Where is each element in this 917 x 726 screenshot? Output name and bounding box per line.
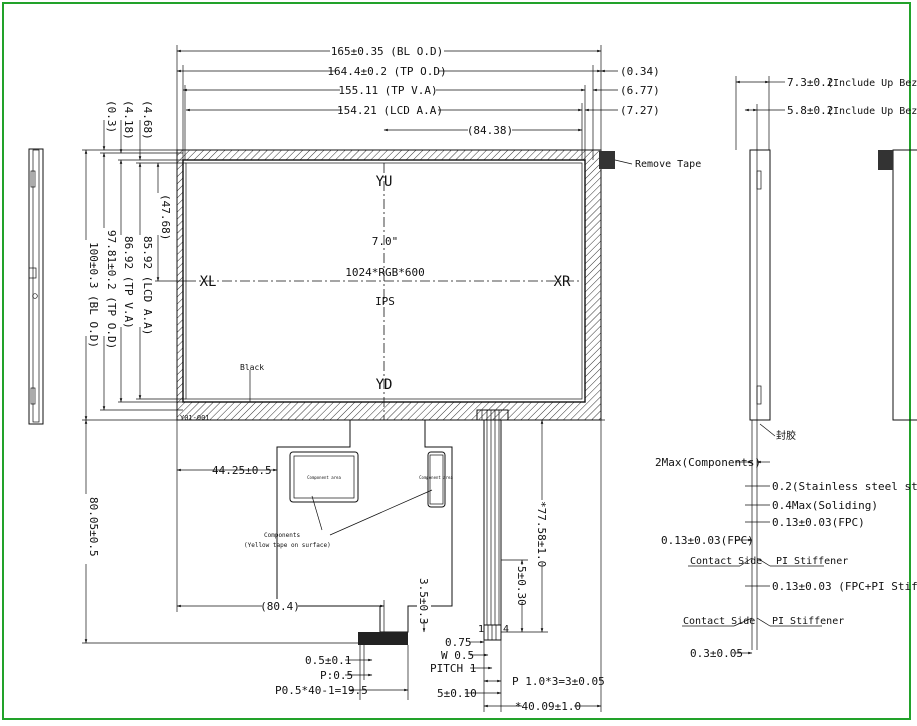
dim-5-8: 5.8±0.2 [787, 104, 833, 117]
dim-0-3-thick: 0.3±0.05 [690, 647, 743, 660]
dim-0-5: 0.5±0.1 [305, 654, 351, 667]
labels: 165±0.35 (BL O.D) 164.4±0.2 (TP O.D) 155… [87, 45, 917, 713]
left-dimensions [79, 120, 360, 644]
label-yu: YU [376, 174, 393, 190]
dim-fpc-1: 0.13±0.03(FPC) [772, 516, 865, 529]
label-components: Components [264, 532, 301, 539]
label-black: Black [240, 363, 264, 372]
label-pin-1: 1 [478, 624, 484, 635]
label-contact-side-2: Contact Side [683, 616, 755, 627]
dim-lcd-aa-width: 154.21 (LCD A.A) [337, 104, 443, 117]
dim-7-3: 7.3±0.2 [787, 76, 833, 89]
dim-44-25: 44.25±0.5 [212, 464, 272, 477]
label-pin-4: 4 [503, 624, 509, 635]
label-yd: YD [376, 377, 393, 393]
top-dimensions [176, 44, 618, 160]
dim-fpc-pi: 0.13±0.03 (FPC+PI Stiffener) [772, 580, 917, 593]
dim-77-58: *77.58±1.0 [535, 501, 548, 567]
dim-pitch-3: P 1.0*3=3±0.05 [512, 675, 605, 688]
dim-80-4: (80.4) [260, 600, 300, 613]
dim-0-75: 0.75 [445, 636, 472, 649]
label-size: 7.0" [372, 235, 399, 248]
left-side-view [28, 148, 44, 425]
dim-2-max: 2Max(Components) [655, 456, 761, 469]
dim-fpc-2: 0.13±0.03(FPC) [661, 534, 754, 547]
label-comp-area-2: Component area [419, 475, 453, 480]
dim-4-18: (4.18) [122, 100, 135, 140]
far-right-view [878, 149, 917, 421]
label-yellow-tape: (Yellow tape on surface) [244, 542, 331, 549]
tail-fpc [476, 409, 509, 641]
dim-soldering: 0.4Max(Soliding) [772, 499, 878, 512]
label-xl: XL [200, 274, 217, 290]
label-pi-stiffener-1: PI Stiffener [776, 556, 848, 567]
label-include-bezel-1: (Include Up Bezel) [827, 78, 917, 89]
dim-0-34: (0.34) [620, 65, 660, 78]
dim-bl-od-width: 165±0.35 (BL O.D) [331, 45, 444, 58]
dim-tp-va-height: 86.92 (TP V.A) [122, 236, 135, 329]
dim-6-77: (6.77) [620, 84, 660, 97]
dim-tp-od-height: 97.81±0.2 (TP O.D) [105, 230, 118, 349]
dim-80-05: 80.05±0.5 [87, 497, 100, 557]
dim-width-0-5: W 0.5 [441, 649, 474, 662]
label-small-code: Y01-001 [180, 414, 210, 422]
dim-5-030: 5±0.30 [515, 566, 528, 606]
label-comp-area-1: Component area [307, 475, 341, 480]
panel-front-view [82, 149, 633, 421]
dim-84-38: (84.38) [467, 124, 513, 137]
dim-47-68: (47.68) [159, 194, 172, 240]
dim-40-09: *40.09±1.0 [515, 700, 581, 713]
dim-5-010: 5±0.10 [437, 687, 477, 700]
label-type: IPS [375, 295, 395, 308]
dim-7-27: (7.27) [620, 104, 660, 117]
dim-pitch-1: PITCH 1 [430, 662, 476, 675]
label-include-bezel-2: (Include Up Bezel) [827, 106, 917, 117]
dim-bl-od-height: 100±0.3 (BL O.D) [87, 242, 100, 348]
dim-stainless: 0.2(Stainless steel stiffener) [772, 480, 917, 493]
dim-pin-span: P0.5*40-1=19.5 [275, 684, 368, 697]
dim-pitch-0-5: P:0.5 [320, 669, 353, 682]
fpc-dimensions [176, 419, 602, 712]
label-pi-stiffener-2: PI Stiffener [772, 616, 844, 627]
dim-3-5: 3.5±0.3 [417, 578, 430, 624]
label-xr: XR [554, 274, 571, 290]
right-side-view [682, 76, 824, 655]
fpc-outline [276, 420, 453, 645]
dim-tp-va-width: 155.11 (TP V.A) [338, 84, 437, 97]
dim-0-3: (0.3) [105, 100, 118, 133]
dim-4-68: (4.68) [141, 100, 154, 140]
dim-lcd-aa-height: 85.92 (LCD A.A) [141, 236, 154, 335]
dim-tp-od-width: 164.4±0.2 (TP O.D) [327, 65, 446, 78]
label-resolution: 1024*RGB*600 [345, 266, 424, 279]
label-remove-tape: Remove Tape [635, 159, 701, 170]
label-seal: 封胶 [776, 429, 796, 442]
label-contact-side-1: Contact Side [690, 556, 762, 567]
